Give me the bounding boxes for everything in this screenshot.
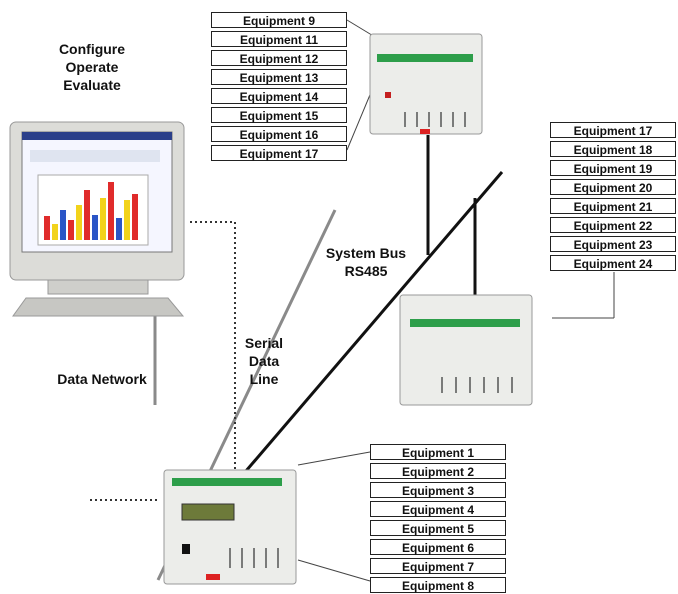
equipment-label: Equipment 23 bbox=[550, 236, 676, 252]
equipment-label: Equipment 12 bbox=[211, 50, 347, 66]
equipment-label: Equipment 17 bbox=[550, 122, 676, 138]
equipment-label: Equipment 20 bbox=[550, 179, 676, 195]
equipment-label: Equipment 15 bbox=[211, 107, 347, 123]
system-bus-label: System Bus RS485 bbox=[325, 245, 407, 279]
equipment-label: Equipment 7 bbox=[370, 558, 506, 574]
serial-data-line bbox=[190, 221, 236, 470]
equipment-label: Equipment 6 bbox=[370, 539, 506, 555]
equipment-label: Equipment 18 bbox=[550, 141, 676, 157]
equipment-label: Equipment 2 bbox=[370, 463, 506, 479]
equipment-label: Equipment 1 bbox=[370, 444, 506, 460]
equipment-label: Equipment 5 bbox=[370, 520, 506, 536]
equipment-label: Equipment 22 bbox=[550, 217, 676, 233]
workstation-monitor bbox=[8, 120, 188, 320]
controller-top bbox=[365, 32, 487, 137]
controller-right bbox=[396, 293, 536, 408]
equipment-label: Equipment 11 bbox=[211, 31, 347, 47]
equipment-label: Equipment 8 bbox=[370, 577, 506, 593]
equipment-label: Equipment 4 bbox=[370, 501, 506, 517]
system-bus-line bbox=[238, 171, 504, 479]
equipment-label: Equipment 17 bbox=[211, 145, 347, 161]
equipment-label: Equipment 13 bbox=[211, 69, 347, 85]
equipment-label: Equipment 24 bbox=[550, 255, 676, 271]
equipment-label: Equipment 14 bbox=[211, 88, 347, 104]
equipment-label: Equipment 19 bbox=[550, 160, 676, 176]
workstation-caption: Configure Operate Evaluate bbox=[58, 41, 126, 93]
equipment-label: Equipment 3 bbox=[370, 482, 506, 498]
serial-data-line-label: Serial Data Line bbox=[244, 335, 284, 387]
equipment-label: Equipment 16 bbox=[211, 126, 347, 142]
equipment-label: Equipment 9 bbox=[211, 12, 347, 28]
controller-bottom bbox=[160, 468, 300, 588]
equipment-label: Equipment 21 bbox=[550, 198, 676, 214]
data-network-label: Data Network bbox=[57, 371, 147, 387]
